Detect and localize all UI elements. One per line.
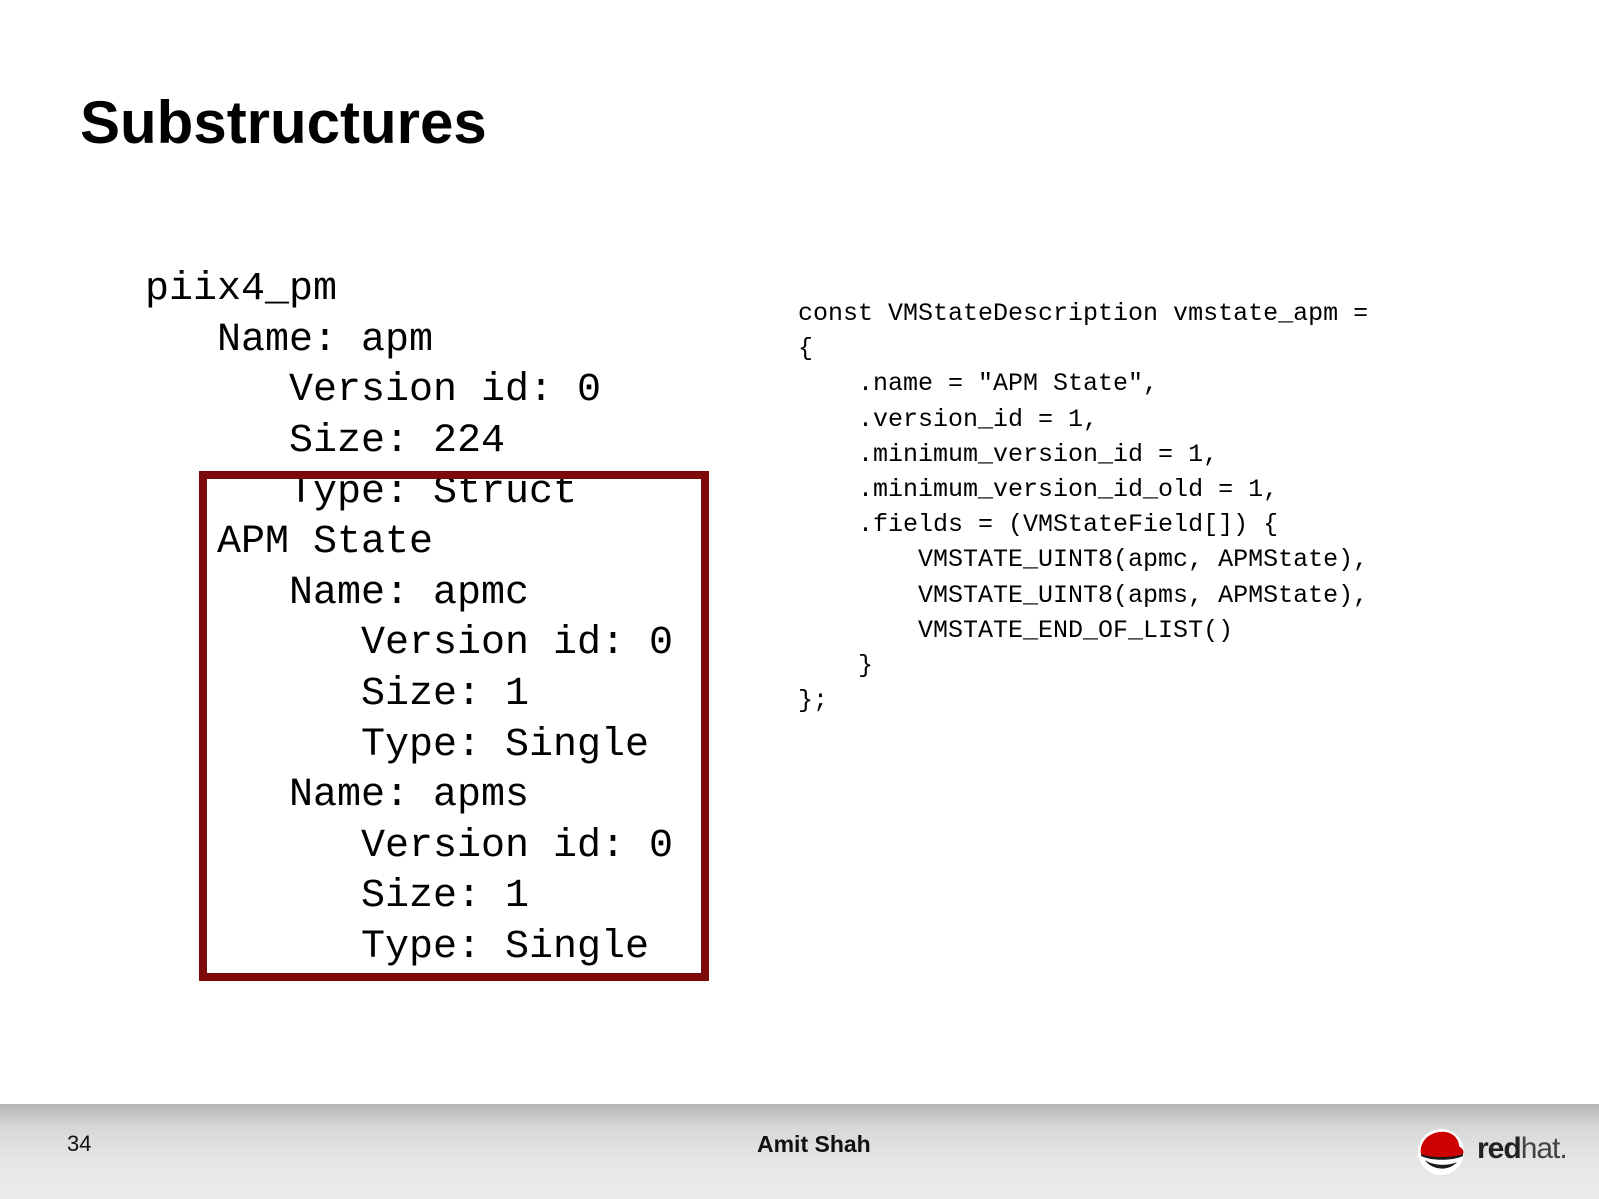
tree-line-field-version: Version id: 0 <box>361 824 674 869</box>
redhat-logo: redhat. <box>1415 1126 1575 1178</box>
tree-line-name: Name: apm <box>217 318 434 363</box>
tree-line-field-size: Size: 1 <box>361 672 530 717</box>
logo-text-bold: red <box>1477 1132 1522 1165</box>
code-line: .version_id = 1, <box>798 404 1099 434</box>
author-name: Amit Shah <box>757 1131 871 1157</box>
page-number: 34 <box>67 1131 92 1156</box>
code-line: .name = "APM State", <box>798 369 1159 399</box>
tree-line-size: Size: 224 <box>289 419 506 464</box>
logo-text-light: hat. <box>1520 1132 1568 1165</box>
code-block: const VMStateDescription vmstate_apm = {… <box>798 296 1368 718</box>
tree-line-field-name: Name: apmc <box>289 571 530 616</box>
code-line: .minimum_version_id_old = 1, <box>798 474 1279 504</box>
code-line: const VMStateDescription vmstate_apm = <box>798 299 1369 328</box>
code-line: VMSTATE_END_OF_LIST() <box>798 615 1234 645</box>
slide-title: Substructures <box>80 89 487 156</box>
tree-line-type: Type: Struct <box>289 470 578 515</box>
code-line: .fields = (VMStateField[]) { <box>798 510 1279 540</box>
code-line: .minimum_version_id = 1, <box>798 439 1219 469</box>
tree-line-field-version: Version id: 0 <box>361 621 674 666</box>
redhat-shadowman-icon <box>1418 1129 1464 1175</box>
tree-line-field-type: Type: Single <box>361 723 650 768</box>
substructure-highlight-box <box>199 471 709 981</box>
tree-root: piix4_pm <box>145 267 338 312</box>
redhat-wordmark: redhat. <box>1477 1132 1568 1166</box>
code-line: }; <box>798 686 829 716</box>
tree-line-version: Version id: 0 <box>289 368 602 413</box>
slide-footer <box>0 1104 1599 1199</box>
tree-line-substruct-name: APM State <box>217 520 434 565</box>
code-line: } <box>798 650 874 680</box>
tree-line-field-size: Size: 1 <box>361 874 530 919</box>
tree-line-field-name: Name: apms <box>289 773 530 818</box>
code-line: VMSTATE_UINT8(apmc, APMState), <box>798 545 1369 575</box>
code-line: VMSTATE_UINT8(apms, APMState), <box>798 580 1369 610</box>
code-line: { <box>798 334 814 364</box>
tree-line-field-type: Type: Single <box>361 925 650 970</box>
